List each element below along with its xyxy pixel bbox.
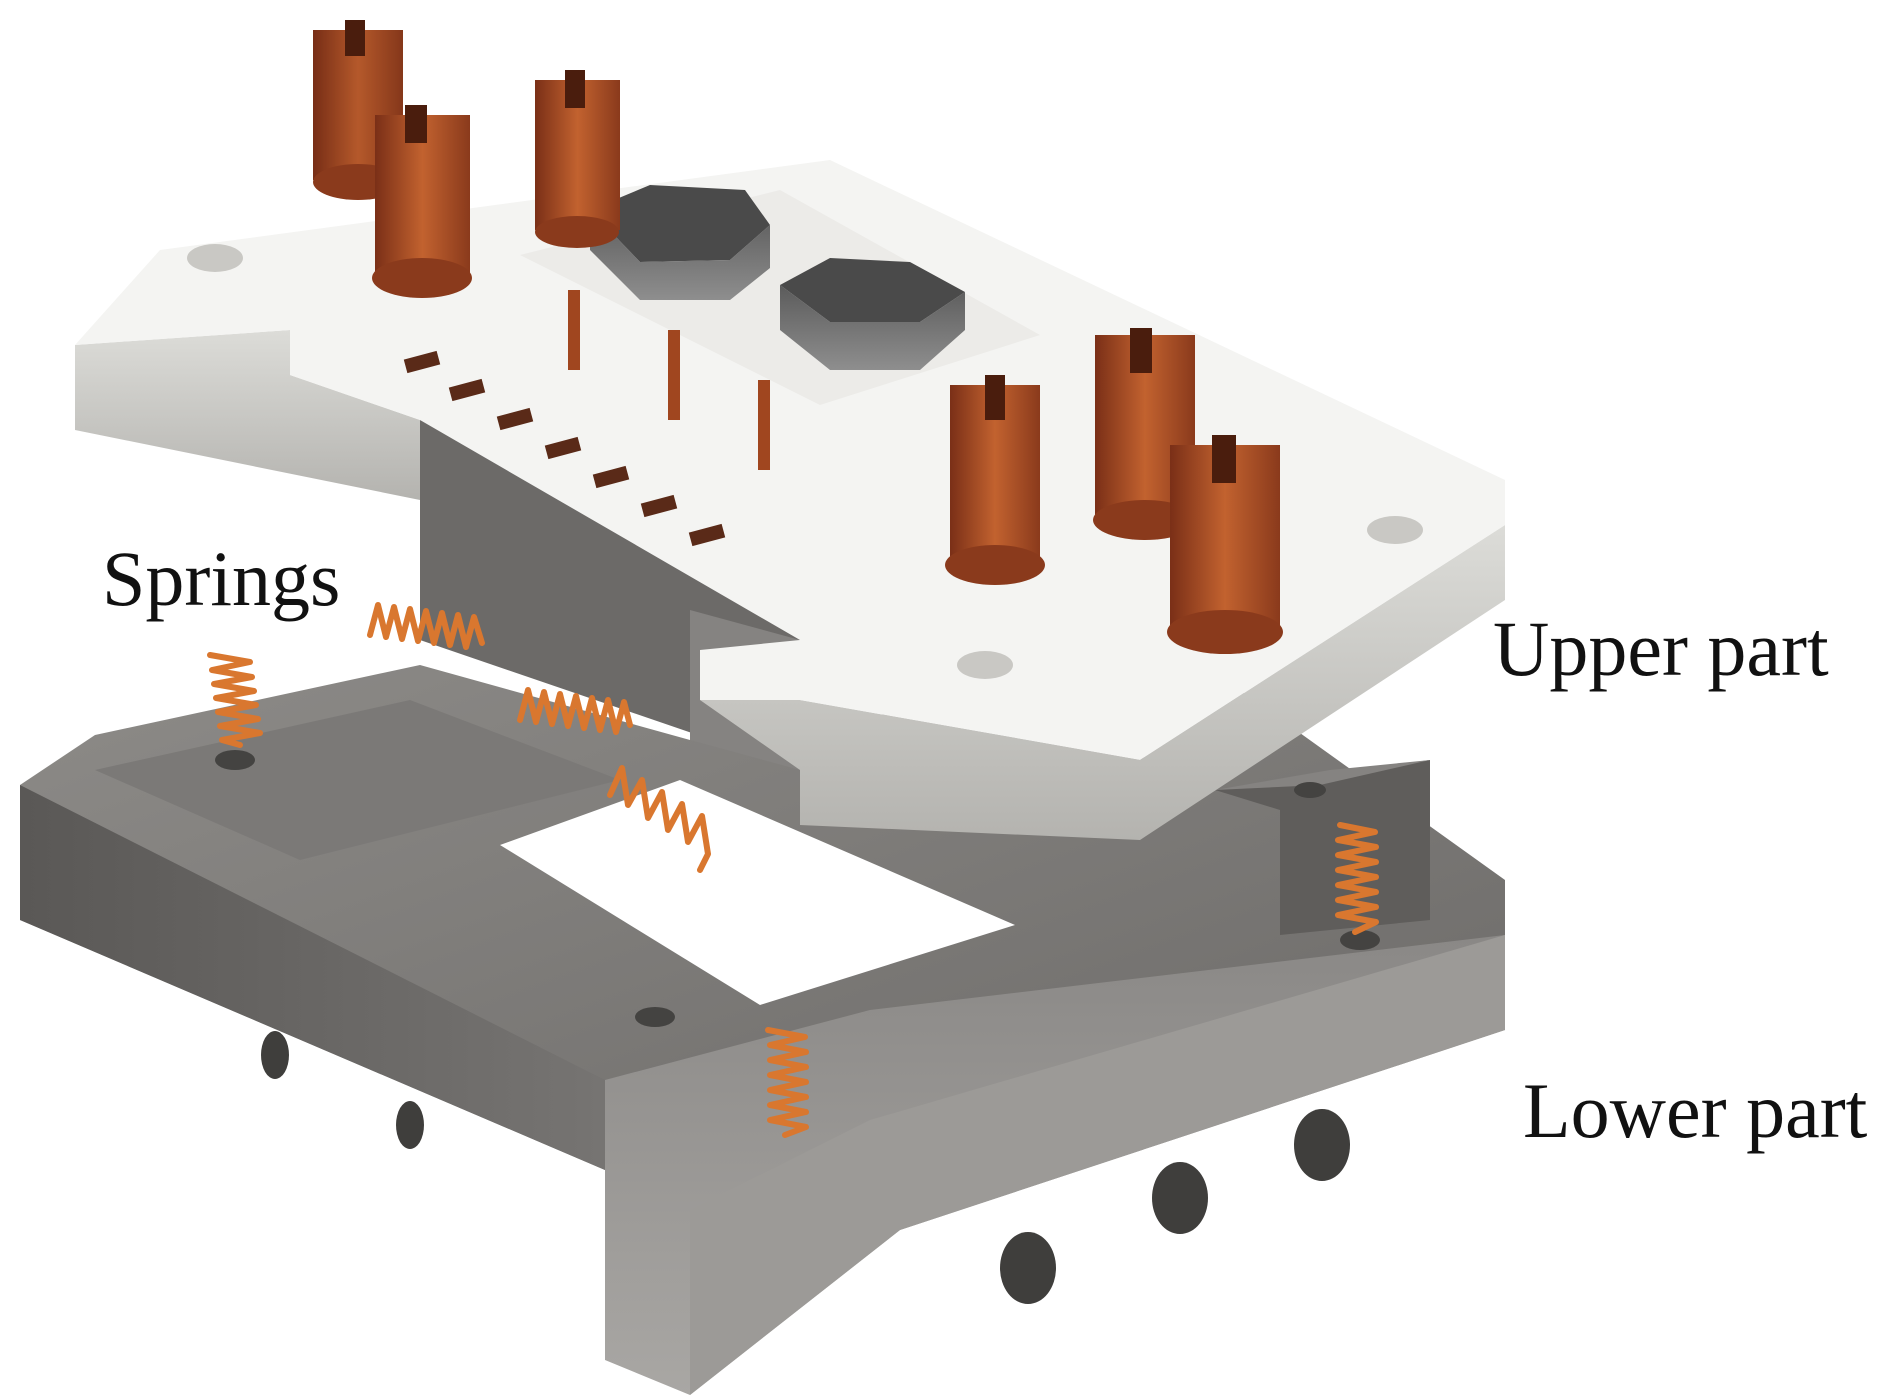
copper-pin: [568, 290, 580, 370]
lower-part-hole: [1294, 1109, 1350, 1181]
copper-post: [535, 70, 620, 248]
lower-part-hole: [1340, 930, 1380, 950]
lower-part-hole: [1000, 1232, 1056, 1304]
spring: [1335, 822, 1379, 935]
contact-pad: [640, 494, 678, 518]
board-mounting-hole: [187, 244, 243, 272]
lower-part: [20, 665, 1505, 1395]
lower-part-opening: [500, 780, 1015, 1005]
copper-post: [1167, 435, 1283, 654]
copper-pin: [668, 330, 680, 420]
contact-pad: [688, 523, 726, 547]
lower-part-left-face: [20, 785, 605, 1170]
contact-pad: [448, 378, 486, 402]
upper-part-board-edge: [75, 330, 420, 500]
chip: [590, 185, 770, 300]
lower-part-label: Lower part: [1523, 1067, 1868, 1154]
contact-pads: [403, 350, 726, 547]
lower-part-hole: [635, 1007, 675, 1027]
spring: [607, 765, 711, 873]
contact-pad: [403, 350, 441, 374]
contact-pad: [592, 465, 630, 489]
upper-part-label: Upper part: [1493, 605, 1829, 692]
upper-part-board-top: [75, 160, 1505, 760]
lower-part-hole: [1294, 782, 1326, 798]
chip: [780, 258, 965, 370]
contact-pad: [544, 436, 582, 460]
lower-part-step: [95, 700, 620, 860]
lower-part-hole: [215, 750, 255, 770]
copper-post: [945, 375, 1045, 585]
spring: [207, 652, 263, 748]
springs: [207, 602, 1379, 1138]
lower-part-front-bevel: [690, 935, 1505, 1395]
lower-part-hole: [261, 1031, 289, 1079]
lower-part-hole: [396, 1101, 424, 1149]
spring: [765, 1027, 809, 1138]
spring: [367, 602, 485, 650]
upper-part-board-edge-front: [700, 525, 1505, 840]
lower-part-right-block-top: [1215, 760, 1430, 790]
contact-pad: [496, 407, 534, 431]
spring: [517, 687, 633, 735]
springs-label: Springs: [102, 535, 341, 622]
lower-part-hole: [1152, 1162, 1208, 1234]
copper-post: [372, 105, 472, 298]
board-mounting-hole: [1367, 516, 1423, 544]
copper-pin: [758, 380, 770, 470]
board-mounting-hole: [957, 651, 1013, 679]
upper-part: [75, 20, 1505, 840]
